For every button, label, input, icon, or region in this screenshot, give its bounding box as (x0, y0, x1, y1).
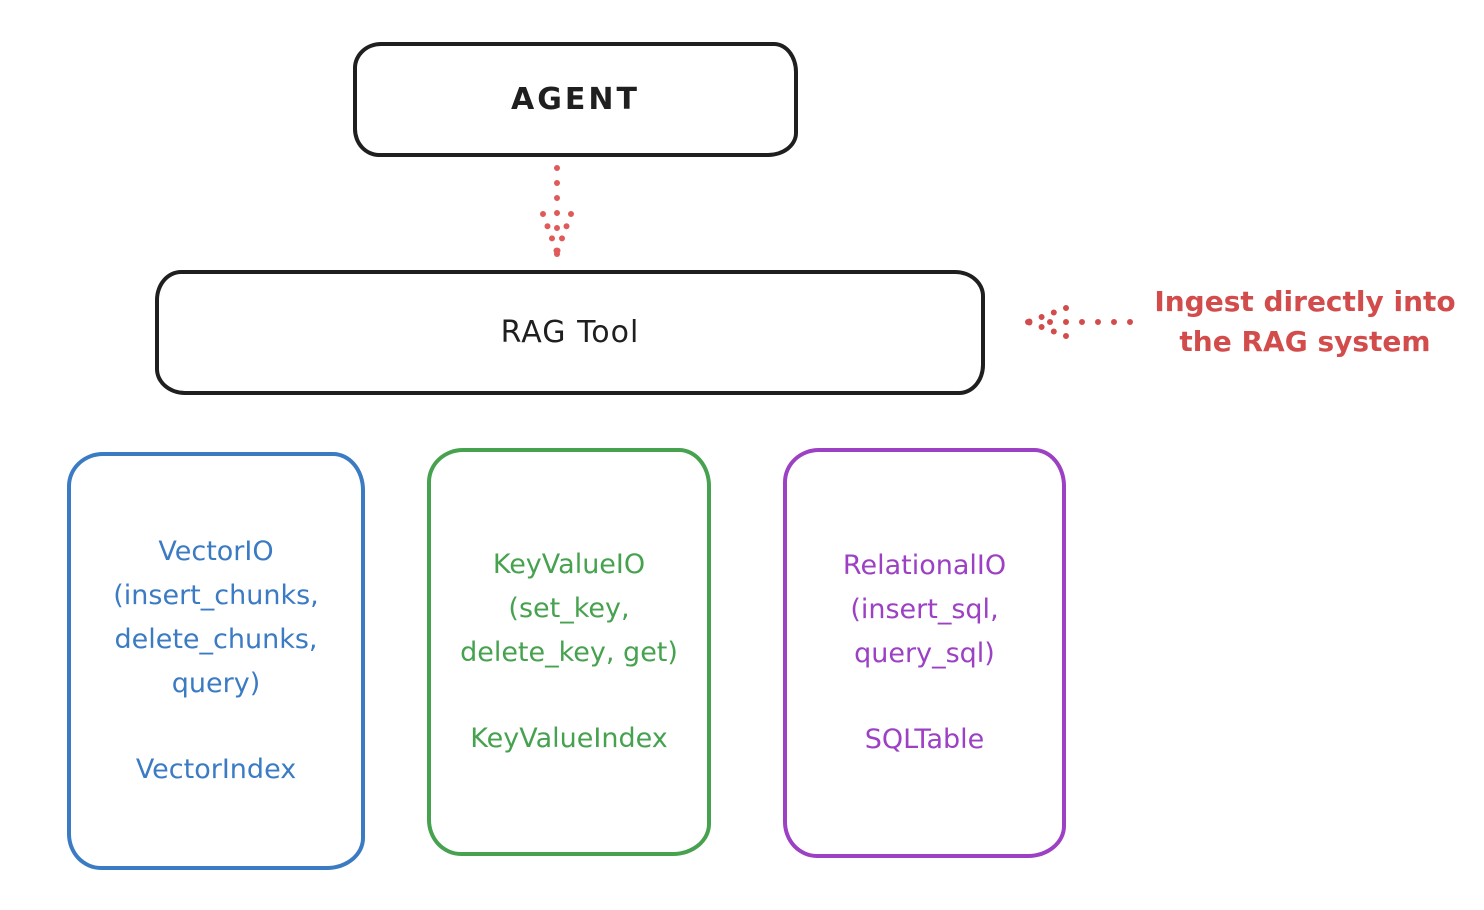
rag-tool-node-label: RAG Tool (500, 315, 640, 350)
agent-node: AGENT (353, 42, 798, 157)
relational-io-methods: RelationalIO (insert_sql, query_sql) (842, 550, 1007, 669)
keyvalue-index-label: KeyValueIndex (470, 723, 668, 754)
agent-to-rag-arrow-icon (540, 165, 574, 258)
vector-index-label: VectorIndex (135, 754, 297, 785)
vector-io-node: VectorIO (insert_chunks, delete_chunks, … (67, 452, 365, 870)
keyvalue-io-methods: KeyValueIO (set_key, delete_key, get) (460, 549, 678, 668)
sql-table-label: SQLTable (864, 724, 985, 755)
agent-node-label: AGENT (511, 82, 640, 117)
annotation-ingest-note: Ingest directly into the RAG system (1154, 285, 1456, 358)
vector-io-methods: VectorIO (insert_chunks, delete_chunks, … (113, 536, 319, 699)
annotation-to-rag-arrow-icon (1024, 305, 1133, 339)
keyvalue-io-node: KeyValueIO (set_key, delete_key, get) Ke… (427, 448, 711, 856)
relational-io-node: RelationalIO (insert_sql, query_sql) SQL… (783, 448, 1066, 858)
rag-tool-node: RAG Tool (155, 270, 985, 395)
